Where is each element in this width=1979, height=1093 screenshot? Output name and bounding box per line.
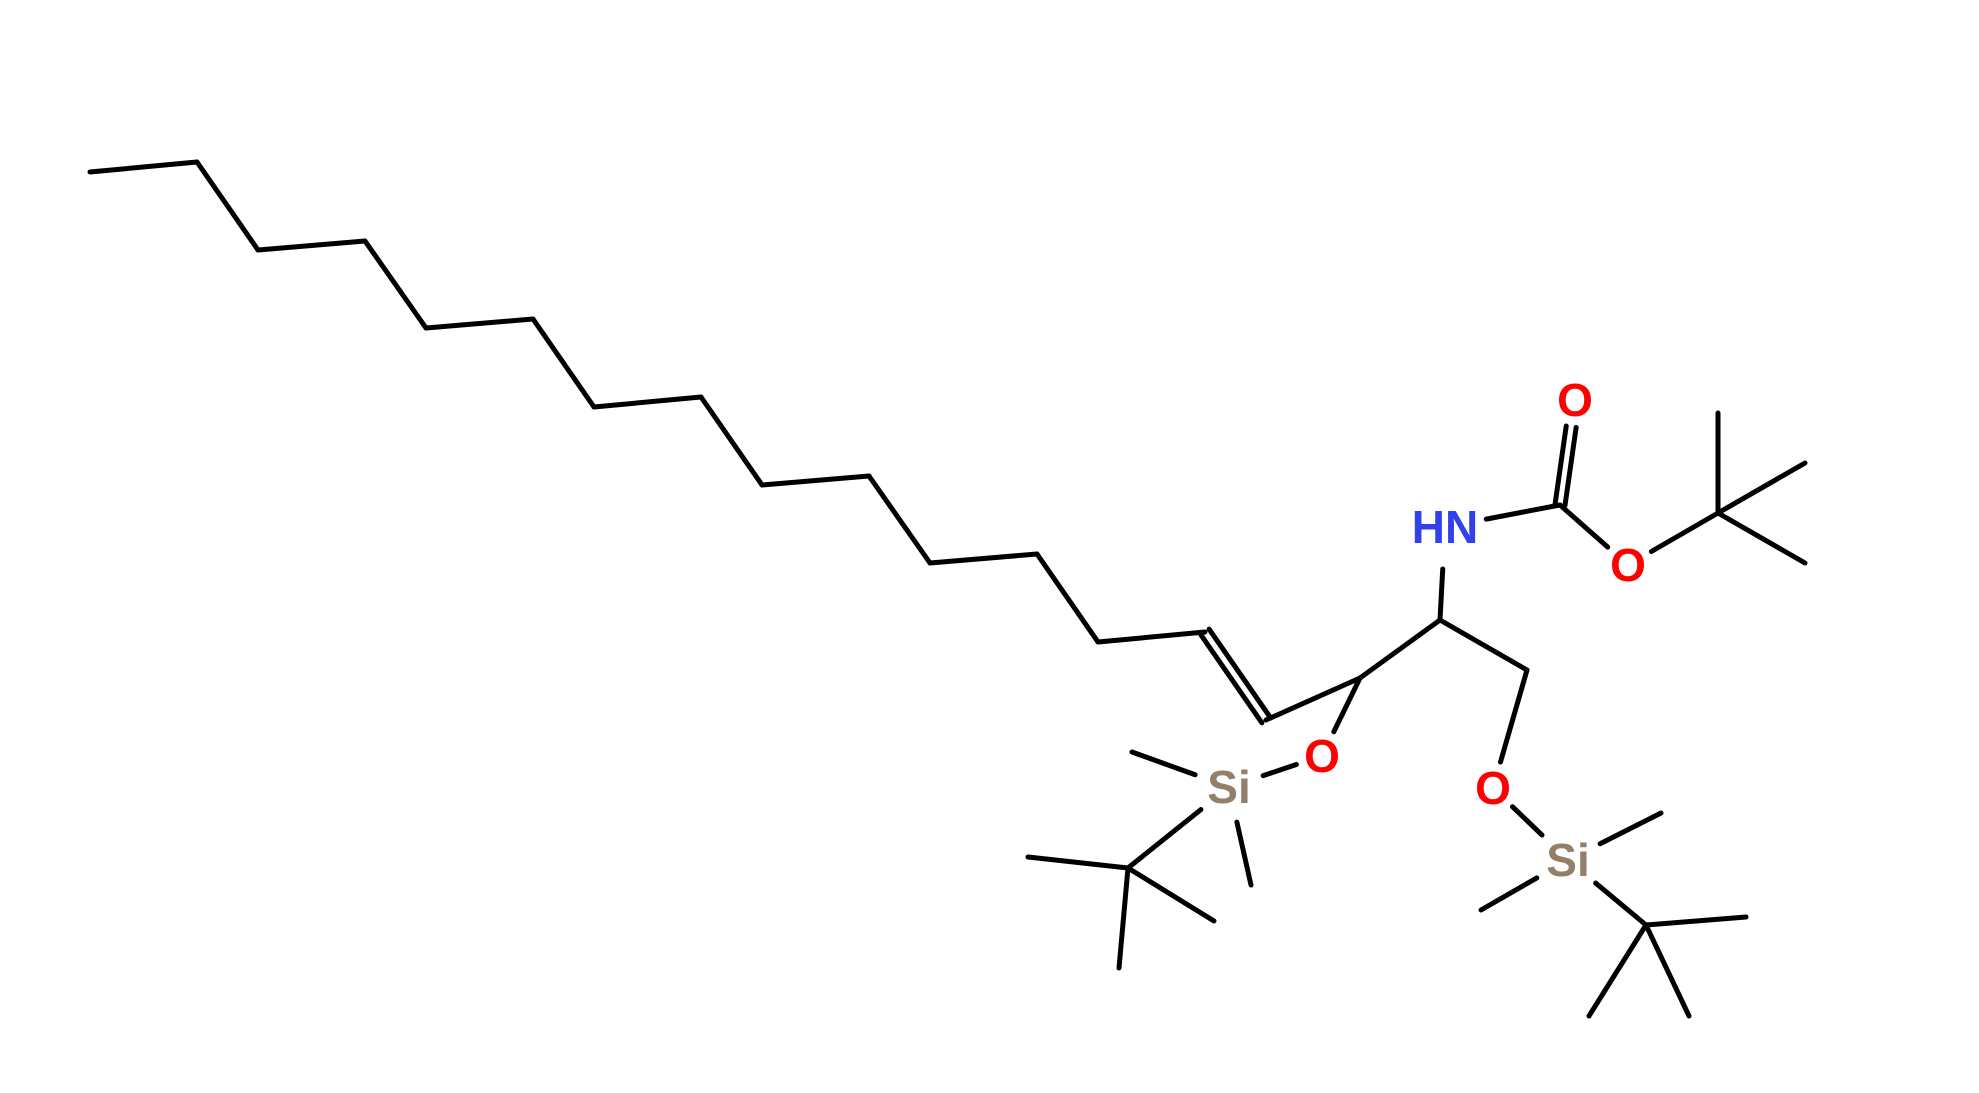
bond bbox=[1437, 566, 1446, 623]
bond bbox=[1509, 804, 1545, 838]
bond bbox=[1643, 922, 1692, 1019]
bond bbox=[759, 473, 872, 488]
bond bbox=[927, 551, 1040, 566]
bond bbox=[1116, 865, 1131, 971]
bond bbox=[866, 473, 933, 566]
bond bbox=[362, 238, 429, 331]
bond bbox=[530, 316, 597, 410]
bond bbox=[194, 159, 261, 253]
bond bbox=[1260, 762, 1299, 779]
bond bbox=[1331, 675, 1363, 735]
bond bbox=[1715, 460, 1808, 516]
bond bbox=[1437, 617, 1530, 673]
atom-label-O: O bbox=[1610, 539, 1646, 591]
bond bbox=[1025, 854, 1131, 871]
bond bbox=[1206, 626, 1273, 720]
atom-label-O: O bbox=[1475, 762, 1511, 814]
bond bbox=[698, 394, 765, 488]
atom-label-Si: Si bbox=[1546, 834, 1589, 886]
bond bbox=[1129, 749, 1198, 778]
bond bbox=[1497, 667, 1530, 765]
bond bbox=[87, 159, 200, 175]
atom-label-O: O bbox=[1557, 374, 1593, 426]
bond bbox=[1095, 629, 1208, 645]
bond bbox=[1557, 502, 1611, 550]
bond bbox=[1597, 810, 1664, 847]
bond bbox=[1562, 424, 1579, 509]
bond bbox=[1593, 880, 1649, 928]
bond bbox=[1643, 914, 1749, 928]
bond bbox=[1357, 617, 1443, 681]
atom-label-O: O bbox=[1304, 730, 1340, 782]
bond bbox=[1483, 502, 1563, 522]
bond bbox=[1552, 423, 1569, 507]
bond bbox=[1198, 632, 1265, 726]
bond bbox=[1478, 875, 1540, 913]
bond bbox=[1125, 865, 1217, 924]
bond bbox=[1234, 819, 1254, 888]
bond bbox=[1263, 675, 1363, 723]
bond bbox=[423, 316, 536, 331]
bond bbox=[255, 238, 368, 253]
bond bbox=[1648, 510, 1721, 554]
bond bbox=[1715, 510, 1808, 566]
atom-label-HN: HN bbox=[1412, 501, 1478, 553]
bond bbox=[1034, 551, 1101, 645]
bond bbox=[1586, 922, 1649, 1019]
bond bbox=[591, 394, 704, 410]
atom-label-Si: Si bbox=[1207, 761, 1250, 813]
bond bbox=[1125, 807, 1204, 871]
